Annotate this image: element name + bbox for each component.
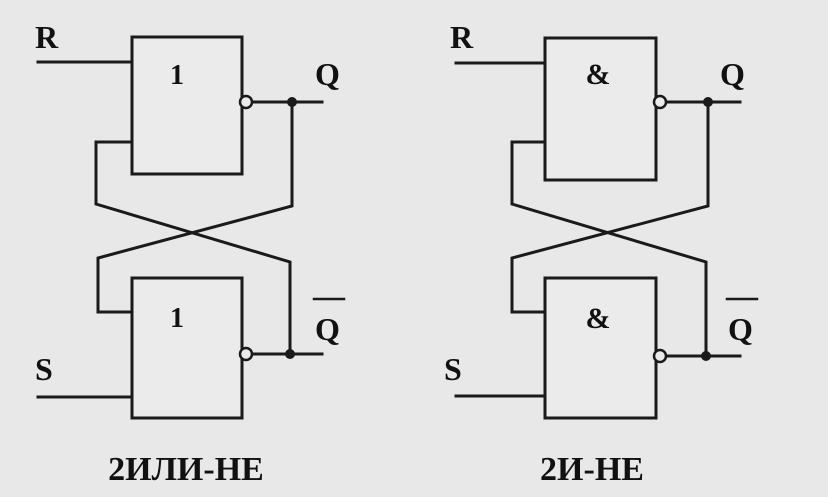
input-s-label: S <box>444 351 462 387</box>
output-q-label: Q <box>720 56 745 92</box>
top-gate-symbol: & <box>586 58 611 91</box>
bottom-gate <box>543 276 658 420</box>
input-s-label: S <box>35 351 53 387</box>
qbar-junction-dot <box>285 349 295 359</box>
feedback-q-wire <box>510 100 710 314</box>
output-q-label: Q <box>315 56 340 92</box>
input-r-label: R <box>450 19 474 55</box>
top-gate-symbol: 1 <box>170 60 184 91</box>
nand-latch: & & R S Q Q 2И-НЕ <box>444 19 759 488</box>
top-gate-inversion-bubble <box>652 94 668 110</box>
circuit-caption: 2И-НЕ <box>540 451 644 488</box>
bottom-gate-inversion-bubble <box>652 348 668 364</box>
feedback-q-wire <box>96 100 294 314</box>
bottom-gate <box>130 276 244 420</box>
bottom-gate-symbol: 1 <box>170 303 184 334</box>
circuit-caption: 2ИЛИ-НЕ <box>108 451 264 488</box>
output-qbar-label: Q <box>728 311 753 347</box>
top-gate <box>543 36 658 182</box>
q-junction-dot <box>703 97 713 107</box>
bottom-gate-inversion-bubble <box>238 346 254 362</box>
nor-latch: 1 1 R S Q Q 2ИЛИ-НЕ <box>35 19 346 488</box>
input-r-label: R <box>35 19 59 55</box>
feedback-qbar-wire <box>510 140 708 358</box>
q-junction-dot <box>287 97 297 107</box>
output-qbar-label: Q <box>315 311 340 347</box>
top-gate <box>130 35 244 176</box>
feedback-qbar-wire <box>94 140 292 356</box>
top-gate-inversion-bubble <box>238 94 254 110</box>
qbar-junction-dot <box>701 351 711 361</box>
bottom-gate-symbol: & <box>586 302 611 335</box>
